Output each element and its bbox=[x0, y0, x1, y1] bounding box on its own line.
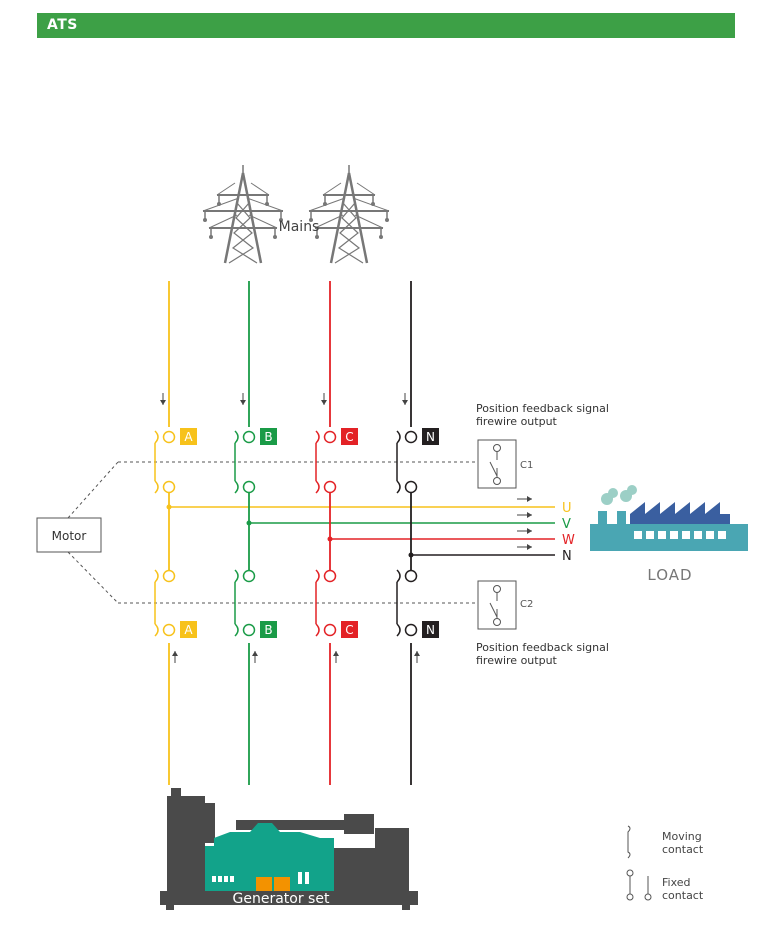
legend-fixed-line1: Fixed bbox=[662, 876, 691, 889]
header-bar: ATS bbox=[37, 13, 735, 38]
phase-a-0-down-arrow-icon bbox=[160, 393, 166, 405]
phase-b-1-junction-dot bbox=[246, 520, 252, 526]
phase-b-1-phase-badge-label-1: B bbox=[264, 623, 272, 637]
phase-n-3-down-arrow-icon bbox=[402, 393, 408, 405]
phase-c-2-lower-moving-contact-bottom bbox=[315, 623, 320, 637]
phase-c-2-phase-badge-0 bbox=[341, 428, 358, 445]
output-label-w-2: W bbox=[562, 533, 575, 548]
tower-icon-2 bbox=[307, 163, 391, 265]
output-label-v-1: V bbox=[562, 517, 571, 532]
output-label-n-3: N bbox=[562, 549, 572, 564]
phase-n-3-upper-moving-contact-top bbox=[396, 430, 401, 444]
phase-c-2-lower-moving-contact-top bbox=[315, 569, 320, 583]
phase-a-0-fixed-contact-2 bbox=[162, 569, 176, 583]
phase-n-3-phase-badge-label-0: N bbox=[426, 430, 435, 444]
phase-n-3-upper-moving-contact-bottom bbox=[396, 480, 401, 494]
motor-linkage bbox=[67, 461, 478, 604]
tower-icon-1 bbox=[201, 163, 285, 265]
phase-a-0-fixed-contact-3 bbox=[162, 623, 176, 637]
phase-a-0-phase-badge-label-1: A bbox=[184, 623, 193, 637]
phase-c-2-fixed-contact-3 bbox=[323, 623, 337, 637]
motor-label: Motor bbox=[52, 529, 87, 543]
phase-c-2-upper-moving-contact-bottom bbox=[315, 480, 320, 494]
motor-box bbox=[36, 517, 102, 553]
phase-n-3-phase-badge-1 bbox=[422, 621, 439, 638]
feedback-top-line1: Position feedback signal bbox=[476, 402, 609, 415]
phase-b-1-phase-badge-label-0: B bbox=[264, 430, 272, 444]
phase-c-2-down-arrow-icon bbox=[321, 393, 327, 405]
output-arrow-icon-n-3 bbox=[517, 544, 532, 550]
phase-c-2-upper-moving-contact-top bbox=[315, 430, 320, 444]
mains-label: Mains bbox=[279, 219, 320, 235]
phase-b-1-lower-moving-contact-bottom bbox=[234, 623, 239, 637]
phase-c-2-junction-dot bbox=[327, 536, 333, 542]
c1-switch bbox=[477, 439, 517, 489]
feedback-top-line2: firewire output bbox=[476, 415, 558, 428]
phase-n-3-phase-badge-label-1: N bbox=[426, 623, 435, 637]
phase-a-0-junction-dot bbox=[166, 504, 172, 510]
phase-c-2-phase-badge-1 bbox=[341, 621, 358, 638]
legend-fixed-contact-icon bbox=[626, 869, 652, 901]
legend-moving-line2: contact bbox=[662, 843, 704, 856]
phase-a-0-fixed-contact-1 bbox=[162, 480, 176, 494]
phase-a-0-up-arrow-icon bbox=[172, 651, 178, 663]
phase-c-2-up-arrow-icon bbox=[333, 651, 339, 663]
phase-n-3-lower-moving-contact-bottom bbox=[396, 623, 401, 637]
legend-moving-contact-icon bbox=[627, 825, 631, 859]
phase-b-1-fixed-contact-2 bbox=[242, 569, 256, 583]
header-title: ATS bbox=[47, 17, 78, 33]
phase-a-0-phase-badge-0 bbox=[180, 428, 197, 445]
phase-n-3-fixed-contact-1 bbox=[404, 480, 418, 494]
output-arrow-icon-u-0 bbox=[517, 496, 532, 502]
phase-b-1-up-arrow-icon bbox=[252, 651, 258, 663]
phase-b-1-fixed-contact-1 bbox=[242, 480, 256, 494]
phase-c-2-fixed-contact-1 bbox=[323, 480, 337, 494]
phase-b-1-lower-moving-contact-top bbox=[234, 569, 239, 583]
phase-c-2-fixed-contact-0 bbox=[323, 430, 337, 444]
load-label: LOAD bbox=[647, 566, 692, 584]
phase-n-3-fixed-contact-0 bbox=[404, 430, 418, 444]
phase-n-3-fixed-contact-3 bbox=[404, 623, 418, 637]
phase-n-3-phase-badge-0 bbox=[422, 428, 439, 445]
c2-label: C2 bbox=[520, 599, 533, 610]
c2-switch bbox=[477, 580, 517, 630]
phase-b-1-phase-badge-0 bbox=[260, 428, 277, 445]
phase-c-2-fixed-contact-2 bbox=[323, 569, 337, 583]
phase-b-1-fixed-contact-0 bbox=[242, 430, 256, 444]
generator-label: Generator set bbox=[233, 891, 330, 907]
factory-icon bbox=[590, 485, 748, 551]
phase-c-2-phase-badge-label-0: C bbox=[345, 430, 353, 444]
output-label-u-0: U bbox=[562, 501, 572, 516]
phase-a-0-lower-moving-contact-top bbox=[154, 569, 159, 583]
phase-a-0-fixed-contact-0 bbox=[162, 430, 176, 444]
generator-icon bbox=[160, 788, 418, 910]
phase-n-3-lower-moving-contact-top bbox=[396, 569, 401, 583]
phase-n-3-junction-dot bbox=[408, 552, 414, 558]
phase-n-3-fixed-contact-2 bbox=[404, 569, 418, 583]
feedback-bottom-line2: firewire output bbox=[476, 654, 558, 667]
phase-a-0-lower-moving-contact-bottom bbox=[154, 623, 159, 637]
phase-b-1-upper-moving-contact-top bbox=[234, 430, 239, 444]
phase-b-1-fixed-contact-3 bbox=[242, 623, 256, 637]
phase-b-1-down-arrow-icon bbox=[240, 393, 246, 405]
phase-a-0-upper-moving-contact-top bbox=[154, 430, 159, 444]
output-arrow-icon-v-1 bbox=[517, 512, 532, 518]
legend-fixed-line2: contact bbox=[662, 889, 704, 902]
phase-a-0-phase-badge-label-0: A bbox=[184, 430, 193, 444]
phase-c-2-phase-badge-label-1: C bbox=[345, 623, 353, 637]
phase-b-1-upper-moving-contact-bottom bbox=[234, 480, 239, 494]
output-arrow-icon-w-2 bbox=[517, 528, 532, 534]
c1-label: C1 bbox=[520, 460, 533, 471]
phase-n-3-up-arrow-icon bbox=[414, 651, 420, 663]
phase-a-0-phase-badge-1 bbox=[180, 621, 197, 638]
feedback-bottom-line1: Position feedback signal bbox=[476, 641, 609, 654]
phase-b-1-phase-badge-1 bbox=[260, 621, 277, 638]
legend-moving-line1: Moving bbox=[662, 830, 702, 843]
phase-a-0-upper-moving-contact-bottom bbox=[154, 480, 159, 494]
